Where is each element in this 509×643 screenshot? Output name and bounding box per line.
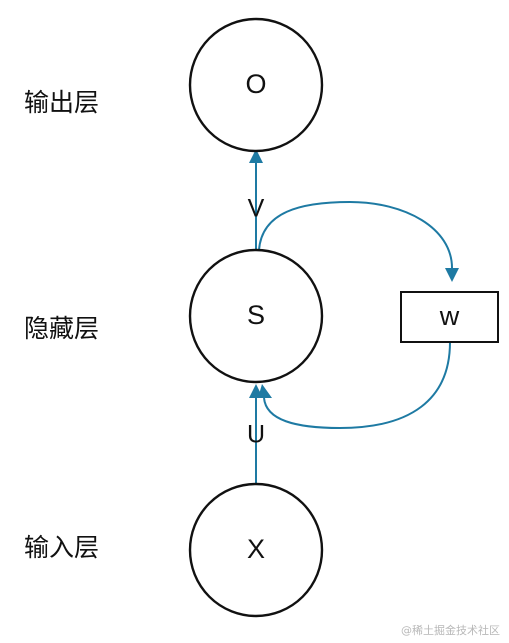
weight-to-hidden-arrowhead	[258, 384, 272, 398]
input-node-label: X	[247, 534, 265, 564]
hidden-node-label: S	[247, 300, 265, 330]
hidden-to-weight-curve	[258, 200, 453, 269]
hidden-to-weight-arrowhead	[445, 268, 459, 282]
v-weight-label: V	[248, 195, 265, 223]
input-layer-label: 输入层	[24, 533, 99, 562]
hidden-node	[188, 248, 324, 384]
output-node	[188, 17, 324, 153]
u-weight-label: U	[247, 421, 265, 449]
hidden-to-output-arrowhead	[249, 149, 263, 163]
output-node-label: O	[245, 69, 266, 99]
output-layer-label: 输出层	[24, 88, 99, 117]
weight-box	[400, 291, 499, 343]
watermark-text: @稀土掘金技术社区	[401, 623, 500, 637]
input-node	[188, 482, 324, 618]
weight-to-hidden-curve	[263, 341, 451, 430]
weight-label: w	[439, 301, 460, 331]
hidden-layer-label: 隐藏层	[24, 314, 99, 343]
